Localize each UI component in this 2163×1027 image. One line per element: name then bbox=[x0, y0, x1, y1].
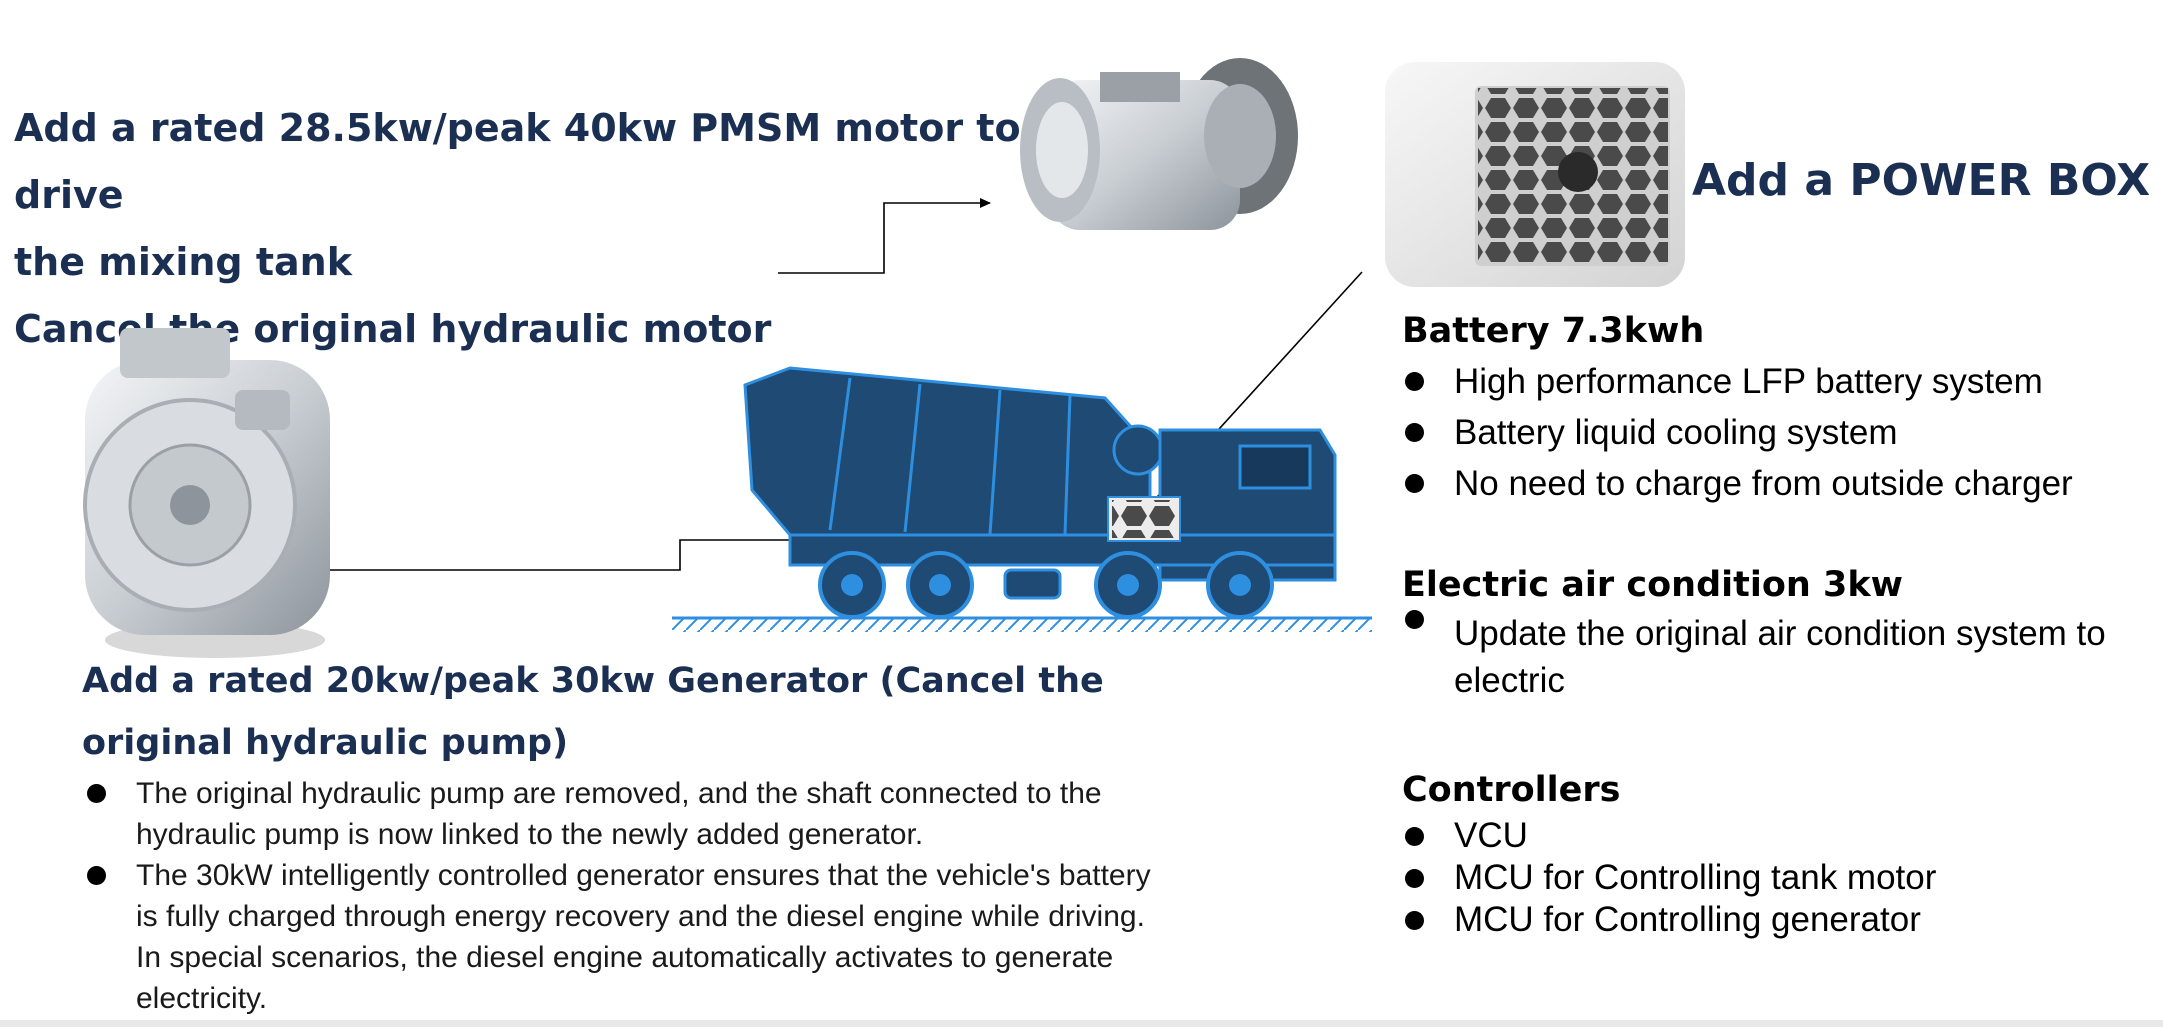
mixer-truck-image bbox=[672, 366, 1372, 632]
battery-section: Battery 7.3kwh High performance LFP batt… bbox=[1402, 306, 2142, 509]
generator-title: Add a rated 20kw/peak 30kw Generator (Ca… bbox=[82, 661, 1104, 763]
pmsm-motor-image bbox=[1020, 58, 1298, 230]
generator-image bbox=[83, 328, 330, 658]
list-item: The 30kW intelligently controlled genera… bbox=[84, 855, 1164, 1019]
list-item: No need to charge from outside charger bbox=[1402, 458, 2142, 509]
controllers-heading: Controllers bbox=[1402, 770, 1621, 810]
battery-list: High performance LFP battery system Batt… bbox=[1402, 356, 2142, 509]
generator-list: The original hydraulic pump are removed,… bbox=[84, 773, 1164, 1019]
motor-callout-line2: the mixing tank bbox=[14, 240, 352, 284]
list-item: High performance LFP battery system bbox=[1402, 356, 2142, 407]
controllers-list: VCU MCU for Controlling tank motor MCU f… bbox=[1402, 815, 2142, 941]
power-box-title: Add a POWER BOX bbox=[1692, 155, 2151, 206]
power-box-image bbox=[1385, 62, 1685, 287]
motor-callout-line1: Add a rated 28.5kw/peak 40kw PMSM motor … bbox=[14, 106, 1021, 217]
list-item: MCU for Controlling generator bbox=[1402, 899, 2142, 941]
air-condition-heading: Electric air condition 3kw bbox=[1402, 565, 1903, 605]
motor-connector-arrow bbox=[778, 198, 991, 274]
list-item: Battery liquid cooling system bbox=[1402, 407, 2142, 458]
list-item: VCU bbox=[1402, 815, 2142, 857]
bottom-scroll-bar bbox=[0, 1020, 2163, 1027]
list-item: MCU for Controlling tank motor bbox=[1402, 857, 2142, 899]
air-condition-list: Update the original air condition system… bbox=[1402, 610, 2142, 704]
list-item: Update the original air condition system… bbox=[1402, 610, 2142, 704]
battery-heading: Battery 7.3kwh bbox=[1402, 311, 1705, 351]
list-item: The original hydraulic pump are removed,… bbox=[84, 773, 1164, 855]
air-condition-section: Electric air condition 3kw Update the or… bbox=[1402, 560, 2142, 704]
generator-details: The original hydraulic pump are removed,… bbox=[84, 773, 1164, 1019]
controllers-section: Controllers VCU MCU for Controlling tank… bbox=[1402, 765, 2142, 941]
